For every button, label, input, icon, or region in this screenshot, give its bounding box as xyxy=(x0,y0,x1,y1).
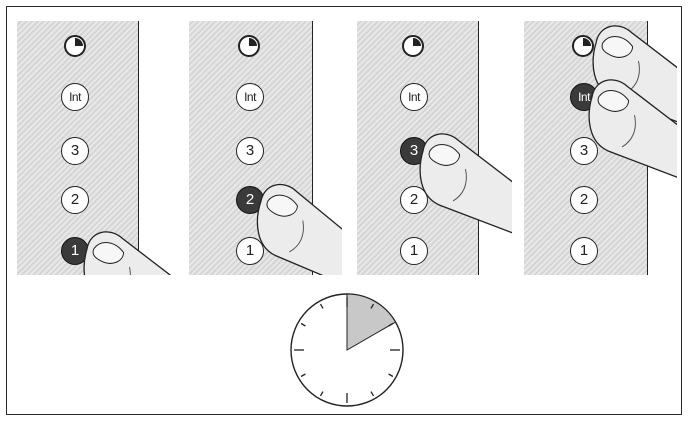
button-int[interactable]: Int xyxy=(236,83,264,111)
button-3[interactable]: 3 xyxy=(61,137,89,165)
step-panel-4: Int 3 2 1 xyxy=(524,21,677,275)
clock-tick xyxy=(300,373,306,378)
diagram-frame: Int 3 2 1 Int 3 2 1 Int xyxy=(6,6,682,415)
clock-tick xyxy=(370,391,375,397)
clock-ticks xyxy=(294,297,400,403)
timer-button-icon[interactable] xyxy=(64,35,86,57)
button-3[interactable]: 3 xyxy=(570,137,598,165)
button-2[interactable]: 2 xyxy=(61,186,89,214)
button-1[interactable]: 1 xyxy=(570,237,598,265)
button-1[interactable]: 1 xyxy=(400,237,428,265)
step-panel-2: Int 3 2 1 xyxy=(189,21,342,275)
button-1[interactable]: 1 xyxy=(61,237,89,265)
timer-button-icon[interactable] xyxy=(572,35,594,57)
button-int[interactable]: Int xyxy=(400,83,428,111)
finger-icon xyxy=(83,231,174,275)
clock-tick xyxy=(370,303,375,309)
clock-icon xyxy=(290,293,404,407)
clock-highlight-sector xyxy=(346,293,397,351)
finger-icon xyxy=(419,133,512,235)
clock-tick xyxy=(319,391,324,397)
button-3[interactable]: 3 xyxy=(236,137,264,165)
timer-button-icon[interactable] xyxy=(238,35,260,57)
clock-tick xyxy=(300,322,306,327)
button-int[interactable]: Int xyxy=(61,83,89,111)
clock-tick xyxy=(319,303,324,309)
button-2[interactable]: 2 xyxy=(400,186,428,214)
clock-tick xyxy=(388,373,394,378)
button-1[interactable]: 1 xyxy=(236,237,264,265)
clock-tick xyxy=(388,322,394,327)
timer-button-icon[interactable] xyxy=(402,35,424,57)
finger-icon xyxy=(588,25,677,181)
button-2[interactable]: 2 xyxy=(570,186,598,214)
step-panel-3: Int 3 2 1 xyxy=(357,21,512,275)
step-panel-1: Int 3 2 1 xyxy=(17,21,174,275)
finger-icon xyxy=(256,183,342,275)
